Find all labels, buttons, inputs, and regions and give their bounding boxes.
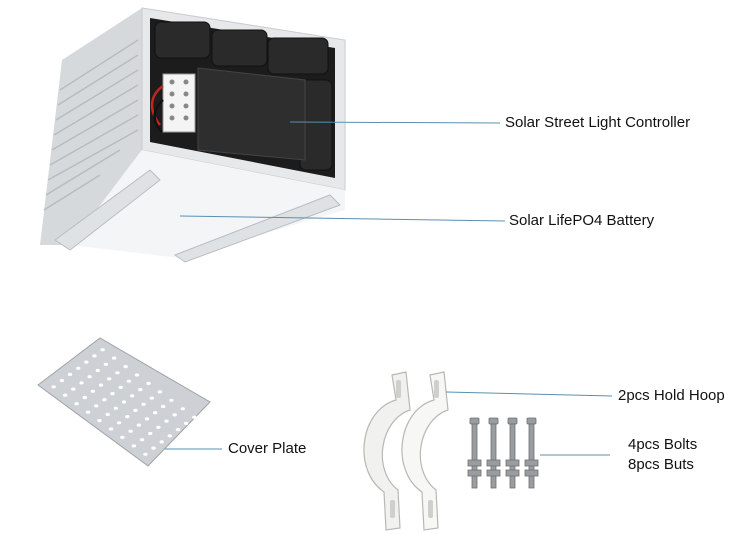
plate-hole (121, 400, 127, 404)
plate-hole (79, 381, 84, 385)
plate-hole (148, 431, 153, 436)
plate-hole (97, 419, 102, 423)
hold-hoop-label: 2pcs Hold Hoop (618, 387, 725, 404)
plate-hole (105, 412, 110, 416)
plate-hole (125, 415, 130, 419)
plate-hole (138, 388, 143, 392)
plate-hole (111, 356, 117, 360)
plate-hole (87, 375, 92, 379)
plate-hole (161, 404, 166, 409)
plate-hole (51, 385, 56, 389)
plate-hole (95, 368, 101, 373)
plate-hole (85, 410, 91, 414)
battery-leader-line (179, 215, 506, 222)
cover-plate-label: Cover Plate (228, 440, 307, 457)
plate-hole (164, 419, 169, 423)
plate-hole (59, 379, 65, 383)
plate-hole (183, 421, 189, 425)
plate-hole (62, 393, 68, 397)
plate-hole (126, 379, 132, 383)
controller-label: Solar Street Light Controller (505, 114, 691, 131)
battery-label: Solar LifePO4 Battery (509, 212, 655, 229)
plate-hole (169, 398, 174, 402)
plate-hole (141, 402, 146, 406)
plate-hole (159, 440, 164, 444)
plate-hole (71, 387, 76, 391)
plate-hole (175, 428, 181, 432)
plate-hole (151, 446, 156, 450)
plate-hole (136, 423, 141, 427)
plate-hole (82, 395, 88, 400)
plate-hole (144, 417, 150, 421)
plate-hole (180, 407, 185, 411)
plate-hole (94, 404, 99, 408)
plate-hole (100, 348, 105, 352)
plate-hole (134, 373, 140, 377)
plate-hole (149, 396, 154, 400)
plate-hole (131, 444, 137, 448)
buts-label: 8pcs Buts (628, 456, 694, 473)
plate-hole (84, 360, 89, 364)
plate-hole (172, 413, 177, 417)
plate-hole (108, 427, 114, 431)
plate-hole (103, 362, 109, 366)
plate-hole (90, 389, 96, 393)
plate-hole (107, 377, 112, 381)
plate-hole (157, 390, 163, 394)
plate-hole (92, 354, 97, 358)
plate-hole (115, 371, 120, 375)
plate-hole (146, 381, 151, 385)
plate-hole (152, 411, 158, 415)
bolts-label: 4pcs Bolts (628, 436, 698, 453)
plate-hole (98, 383, 104, 387)
plate-hole (74, 402, 79, 406)
plate-hole (67, 372, 73, 376)
street-light-housing-image (40, 7, 346, 263)
bolts-image (467, 417, 539, 489)
plate-hole (133, 408, 138, 412)
plate-hole (139, 438, 145, 442)
controller-leader-line (289, 121, 501, 124)
plate-hole (76, 366, 81, 370)
plate-hole (143, 452, 148, 456)
plate-hole (118, 385, 123, 389)
plate-hole (128, 429, 133, 433)
cover-plate-image (37, 337, 211, 467)
plate-hole (113, 406, 119, 410)
plate-hole (130, 394, 135, 398)
hold-hoop-image (363, 371, 449, 531)
plate-hole (123, 365, 128, 369)
plate-hole (167, 434, 172, 438)
plate-hole (116, 421, 122, 425)
plate-hole (120, 435, 125, 439)
plate-hole (192, 415, 197, 419)
plate-hole (110, 392, 115, 396)
plate-hole (156, 425, 161, 429)
plate-hole (102, 398, 107, 402)
hold-hoop-leader-line (445, 391, 613, 397)
leader-lines (165, 121, 613, 456)
